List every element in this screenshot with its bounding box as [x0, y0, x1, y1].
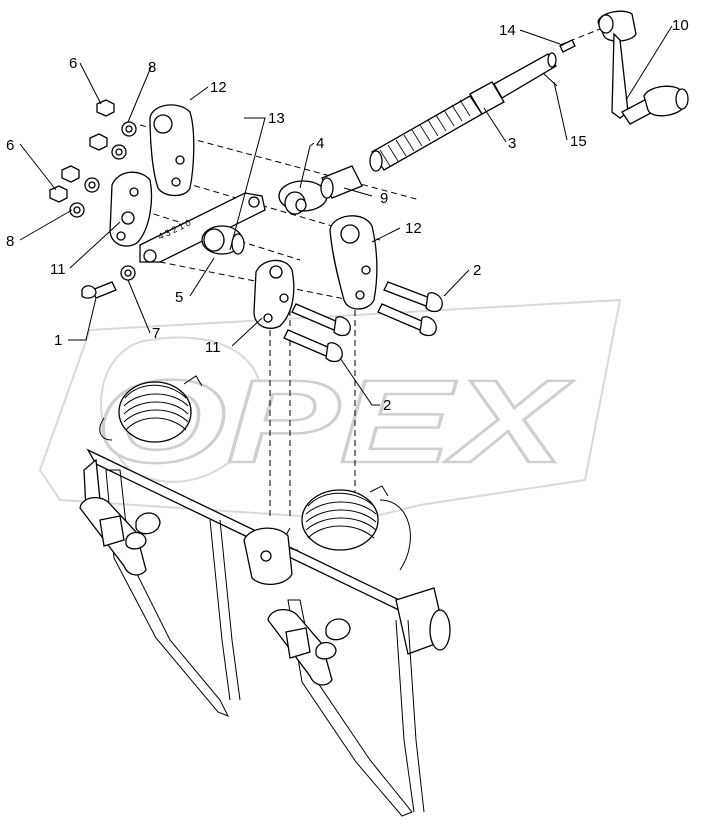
callout-8b: 8 — [6, 233, 14, 250]
threaded-spindle-3 — [369, 52, 557, 172]
plate-11-left — [109, 171, 153, 247]
washer-7 — [120, 265, 136, 281]
tine-right — [267, 599, 425, 817]
crank-handle-10 — [597, 10, 689, 125]
callout-2a: 2 — [473, 262, 481, 279]
bolt-2-set — [283, 281, 443, 363]
bolt-1 — [81, 281, 117, 299]
callout-1: 1 — [54, 332, 62, 349]
lever-plate-12-right — [329, 215, 378, 310]
plate-11-center — [253, 259, 295, 329]
callout-11b: 11 — [205, 339, 221, 356]
nuts-washers-lower — [49, 165, 100, 218]
spring-left — [99, 375, 203, 443]
callout-6a: 6 — [69, 55, 77, 72]
callout-8a: 8 — [148, 59, 156, 76]
callout-6b: 6 — [6, 137, 14, 154]
callout-5: 5 — [175, 289, 183, 306]
callout-3: 3 — [508, 135, 516, 152]
callout-10-bound: 10 — [672, 17, 689, 34]
callout-12b: 12 — [405, 220, 422, 237]
leader-lines — [19, 25, 673, 406]
tine-left — [79, 469, 241, 717]
callout-11a: 11 — [50, 261, 66, 278]
bushing-5 — [201, 225, 245, 255]
lower-assembly — [79, 375, 451, 817]
sleeve-9 — [320, 165, 363, 199]
callout-7: 7 — [152, 325, 160, 342]
callout-4: 4 — [316, 135, 324, 152]
tube-end-right — [395, 587, 451, 655]
index-bar-13 — [139, 192, 266, 263]
callout-15: 15 — [570, 133, 587, 150]
spring-right — [285, 485, 411, 571]
callout-12a: 12 — [210, 79, 227, 96]
callout-2b: 2 — [383, 397, 391, 414]
bushing-4 — [278, 180, 328, 215]
callout-labels: 6 8 6 8 11 12 13 4 9 12 14 14 11 3 15 2 … — [6, 17, 689, 414]
callout-9-bound: 9 — [380, 190, 388, 207]
pin-14 — [559, 39, 576, 53]
callout-13: 13 — [268, 110, 285, 127]
parts-upper: 4 3 2 1 0 — [49, 10, 689, 363]
nuts-washers-upper — [89, 99, 137, 160]
callout-14-bound: 14 — [499, 22, 516, 39]
